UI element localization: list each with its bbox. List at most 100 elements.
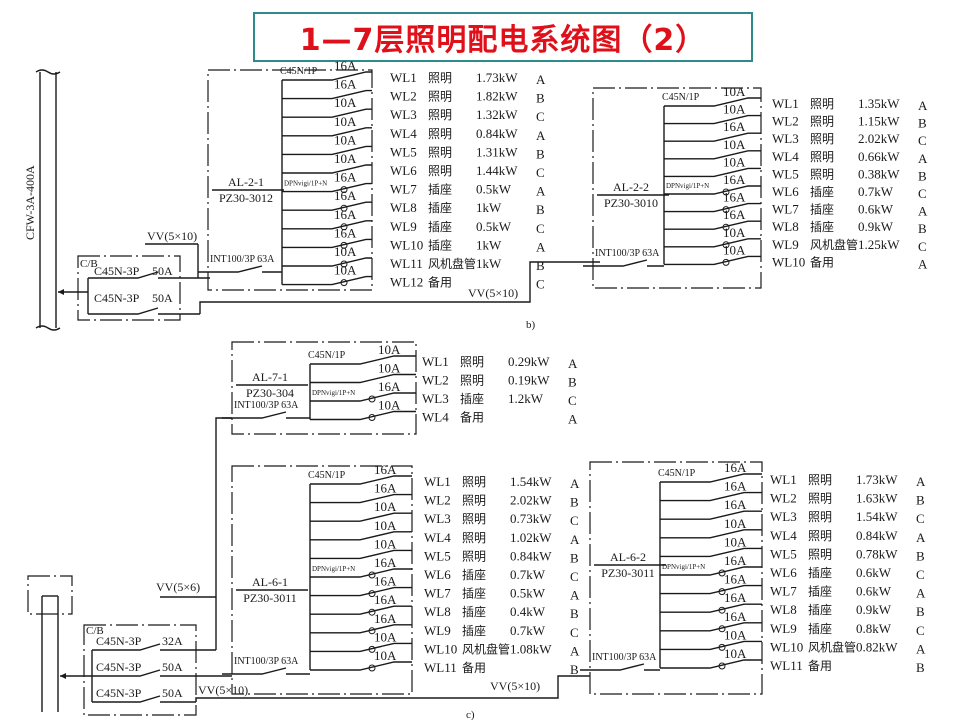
circuit-use: 插座: [462, 604, 486, 619]
cb-c-label: C/B: [86, 625, 104, 637]
circuit-use: 照明: [428, 145, 452, 159]
feeder-b-1-cable: VV(5×10): [147, 229, 197, 243]
riser-label: CFW-3A-400A: [23, 165, 37, 240]
circuit-id: WL2: [772, 114, 799, 129]
circuit-id: WL5: [424, 548, 451, 563]
circuit-rating: 16A: [724, 572, 747, 587]
cb-label: C/B: [80, 258, 98, 270]
cb-c-breaker-2-rating: 50A: [162, 660, 183, 674]
circuit-use: 插座: [810, 184, 834, 199]
circuit-rating: 10A: [723, 102, 746, 117]
circuit-phase: B: [536, 258, 545, 273]
circuit-phase: B: [570, 606, 579, 621]
circuit-use: 插座: [462, 567, 486, 582]
circuit-rating: 16A: [378, 379, 401, 394]
circuit-use: 插座: [462, 586, 486, 601]
circuit-phase: A: [568, 356, 578, 371]
circuit-id: WL11: [770, 658, 803, 673]
circuit-id: WL3: [772, 131, 799, 146]
circuit-rating: 10A: [374, 518, 397, 533]
circuit-load: 0.82kW: [856, 639, 898, 654]
riser-busway: CFW-3A-400A: [23, 69, 61, 331]
circuit-load: 0.7kW: [858, 184, 894, 199]
main-breaker-label: INT100/3P 63A: [210, 254, 275, 265]
circuit-phase: B: [536, 91, 545, 106]
panel-id: AL-2-1: [228, 175, 264, 189]
circuit-use: 照明: [428, 90, 452, 104]
circuit-id: WL9: [424, 623, 451, 638]
circuit-rating: 10A: [334, 244, 357, 259]
circuit-id: WL10: [772, 254, 805, 269]
circuit-rating: 10A: [374, 629, 397, 644]
circuit-id: WL2: [390, 89, 417, 104]
diagram-c-label: c): [466, 709, 475, 720]
circuit-rating: 16A: [723, 172, 746, 187]
circuit-id: WL9: [390, 219, 417, 234]
circuit-id: WL5: [772, 166, 799, 181]
circuit-rating: 10A: [723, 84, 746, 99]
circuit-id: WL12: [390, 275, 423, 290]
circuit-use: 照明: [462, 549, 486, 563]
circuit-phase: B: [916, 660, 925, 675]
circuit-id: WL1: [770, 472, 797, 487]
rcd-header: DPNvigi/1P+N: [312, 565, 355, 573]
circuit-use: 插座: [428, 237, 452, 252]
feeder-c-1-cable: VV(5×6): [156, 580, 200, 594]
circuit-id: WL9: [770, 621, 797, 636]
circuit-rating: 16A: [334, 188, 357, 203]
cb-c-breaker-2-model: C45N-3P: [96, 660, 142, 674]
circuit-id: WL6: [770, 565, 797, 580]
circuit-load: 0.4kW: [510, 604, 546, 619]
circuit-phase: C: [536, 165, 545, 180]
circuit-phase: B: [918, 168, 927, 183]
circuit-id: WL4: [772, 149, 799, 164]
circuit-phase: B: [918, 116, 927, 131]
circuit-load: 0.84kW: [856, 528, 898, 543]
circuit-phase: A: [918, 151, 928, 166]
circuit-rating: 10A: [724, 534, 747, 549]
circuit-phase: C: [570, 513, 579, 528]
circuit-use: 照明: [810, 167, 834, 181]
circuit-id: WL3: [424, 511, 451, 526]
circuit-use: 插座: [810, 202, 834, 217]
diagram-b-label: b): [526, 319, 536, 331]
circuit-use: 照明: [428, 127, 452, 141]
circuit-use: 插座: [462, 623, 486, 638]
diagram-b: CFW-3A-400A C/B C45N-3P 50A C45N-3P 50A …: [23, 69, 600, 331]
circuit-use: 风机盘管: [808, 639, 856, 654]
circuit-id: WL8: [770, 602, 797, 617]
cb-c-breaker-1-model: C45N-3P: [96, 634, 142, 648]
circuit-load: 0.8kW: [856, 621, 892, 636]
circuit-use: 照明: [428, 108, 452, 122]
circuit-id: WL11: [390, 256, 423, 271]
circuit-load: 1.31kW: [476, 144, 518, 159]
panel-model: PZ30-304: [246, 386, 294, 400]
circuit-rating: 10A: [334, 263, 357, 278]
circuit-load: 1kW: [476, 256, 502, 271]
circuit-load: 1.02kW: [510, 530, 552, 545]
circuit-load: 0.84kW: [476, 126, 518, 141]
circuit-rating: 10A: [374, 536, 397, 551]
circuit-id: WL6: [424, 567, 451, 582]
panel-model: PZ30-3012: [219, 191, 273, 205]
branch-breaker-header: C45N/1P: [280, 66, 318, 77]
circuit-phase: A: [916, 530, 926, 545]
circuit-load: 1.82kW: [476, 89, 518, 104]
circuit-phase: B: [570, 495, 579, 510]
circuit-phase: A: [918, 98, 928, 113]
circuit-load: 0.19kW: [508, 373, 550, 388]
